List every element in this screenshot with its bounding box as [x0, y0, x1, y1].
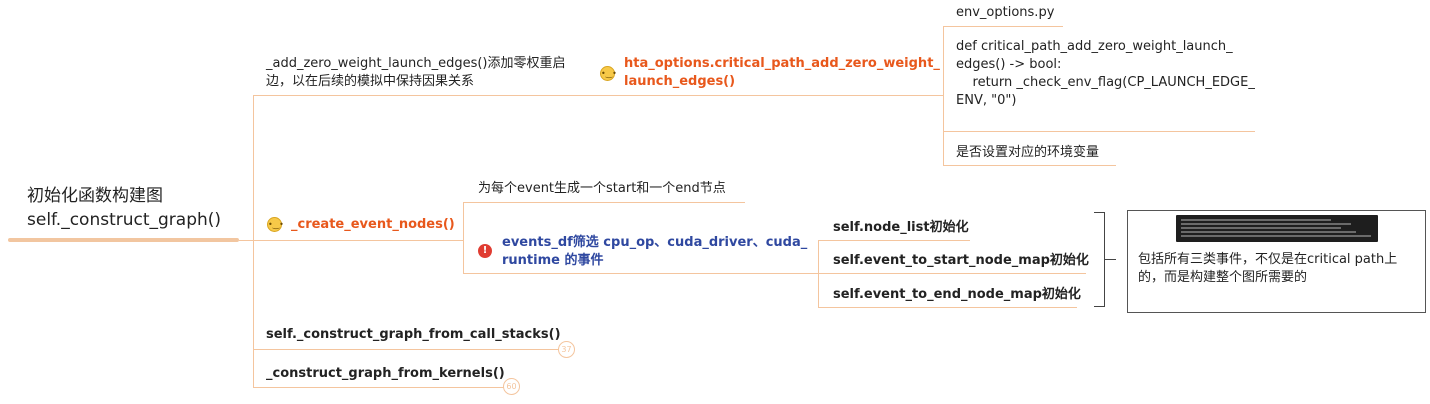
code-line2: edges() -> bool:: [956, 57, 1062, 72]
root-connector: [239, 240, 253, 241]
branch1-sub-connector: [943, 26, 944, 165]
code-line1: def critical_path_add_zero_weight_launch…: [956, 39, 1233, 54]
note-line1: 包括所有三类事件，不仅是在critical path上: [1138, 252, 1398, 267]
init-item-2-underline: [818, 273, 1086, 274]
init-item-start-node-map[interactable]: self.event_to_start_node_map初始化: [833, 253, 1089, 268]
branch1-underline: [253, 95, 943, 96]
file-underline: [943, 26, 1063, 27]
init-item-end-node-map[interactable]: self.event_to_end_node_map初始化: [833, 287, 1081, 302]
code-underline: [943, 131, 1255, 132]
branch1-flag-line1: hta_options.critical_path_add_zero_weigh…: [624, 56, 940, 71]
branch1-desc-line1: _add_zero_weight_launch_edges()添加零权重启: [266, 56, 566, 71]
branch1-desc-line2: 边，以在后续的模拟中保持因果关系: [266, 74, 475, 89]
code-block[interactable]: def critical_path_add_zero_weight_launch…: [956, 38, 1255, 110]
branch1-flag[interactable]: hta_options.critical_path_add_zero_weigh…: [624, 55, 940, 91]
env-description[interactable]: 是否设置对应的环境变量: [956, 145, 1100, 160]
env-underline: [943, 165, 1116, 166]
root-title-line1: 初始化函数构建图: [27, 186, 163, 206]
init-item-1-underline: [818, 240, 970, 241]
branch1-description[interactable]: _add_zero_weight_launch_edges()添加零权重启 边，…: [266, 55, 566, 91]
thinking-face-icon: •‿•: [267, 217, 284, 232]
branch3-underline: [253, 349, 559, 350]
branch4-underline: [253, 387, 504, 388]
code-line4: ENV, "0"): [956, 93, 1017, 108]
thinking-face-icon: •‿•: [600, 66, 617, 81]
file-name[interactable]: env_options.py: [956, 5, 1055, 20]
note-line2: 的，而是构建整个图所需要的: [1138, 270, 1308, 285]
note-text: 包括所有三类事件，不仅是在critical path上 的，而是构建整个图所需要…: [1138, 251, 1418, 287]
branch1-flag-line2: launch_edges(): [624, 74, 736, 89]
branch4-label[interactable]: _construct_graph_from_kernels(): [266, 366, 505, 381]
branch3-count-badge[interactable]: 37: [558, 341, 575, 358]
root-underline: [8, 238, 239, 242]
filter-underline: [463, 273, 818, 274]
exclamation-icon: !: [478, 244, 492, 258]
branch2-desc-underline: [463, 202, 745, 203]
branch2-description[interactable]: 为每个event生成一个start和一个end节点: [478, 181, 726, 196]
branch4-count-badge[interactable]: 60: [503, 378, 520, 395]
branch3-label[interactable]: self._construct_graph_from_call_stacks(): [266, 327, 561, 342]
branch2-sub-connector: [463, 202, 464, 273]
branch2-function[interactable]: _create_event_nodes(): [291, 217, 455, 232]
code-screenshot-image: [1176, 215, 1378, 242]
spine-connector: [253, 95, 254, 387]
filter-label[interactable]: events_df筛选 cpu_op、cuda_driver、cuda_ run…: [502, 234, 807, 270]
root-title-line2: self._construct_graph(): [27, 210, 222, 230]
init-item-3-underline: [818, 307, 1077, 308]
code-line3: return _check_env_flag(CP_LAUNCH_EDGE_: [956, 75, 1255, 90]
init-item-node-list[interactable]: self.node_list初始化: [833, 220, 969, 235]
branch2-underline: [253, 240, 463, 241]
root-title[interactable]: 初始化函数构建图 self._construct_graph(): [27, 184, 221, 232]
summary-bracket-tick: [1104, 259, 1116, 260]
filter-line2: runtime 的事件: [502, 253, 604, 268]
note-box[interactable]: 包括所有三类事件，不仅是在critical path上 的，而是构建整个图所需要…: [1127, 210, 1426, 313]
filter-line1: events_df筛选 cpu_op、cuda_driver、cuda_: [502, 235, 808, 250]
